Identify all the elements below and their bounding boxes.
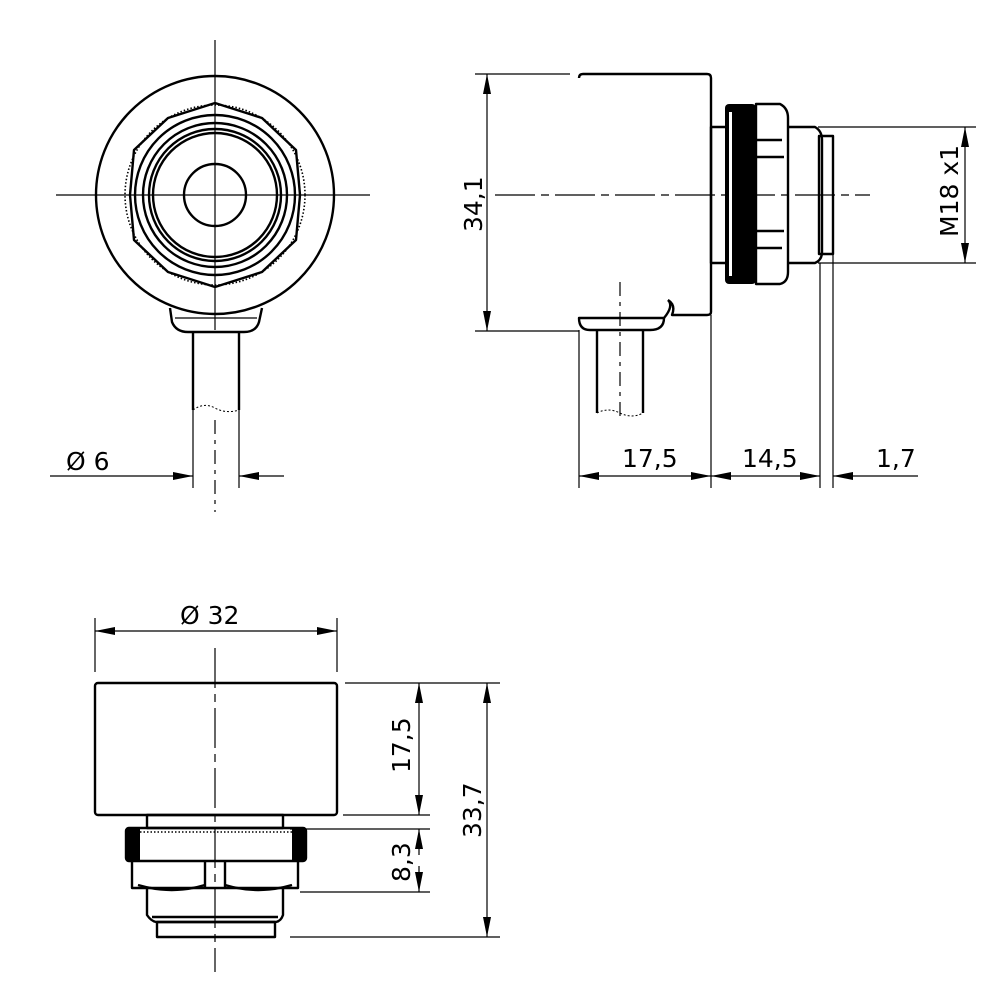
sensor-tip bbox=[817, 134, 835, 256]
knurled-nut bbox=[725, 104, 756, 284]
side-cable-break bbox=[596, 409, 644, 417]
housing-side bbox=[577, 72, 713, 332]
sensor-tip-bottom bbox=[155, 920, 277, 939]
dim-body-height: 17,5 bbox=[387, 717, 416, 773]
bottom-view: Ø 32 17,5 8,3 33,7 bbox=[93, 601, 500, 972]
dim-diameter: Ø 32 bbox=[180, 601, 239, 630]
knurled-nut-bottom bbox=[124, 826, 308, 863]
connector-ring-inner bbox=[151, 131, 279, 259]
dim-body-depth: 17,5 bbox=[622, 444, 678, 473]
cable-gland-tab bbox=[168, 307, 264, 334]
dim-connector-length: 14,5 bbox=[742, 444, 798, 473]
dim-nut-height: 8,3 bbox=[387, 842, 416, 882]
nut-inner-ring bbox=[133, 113, 297, 277]
dim-thread: M18 x1 bbox=[935, 145, 964, 237]
housing-notch bbox=[663, 299, 672, 319]
side-view: 34,1 M18 x1 17,5 14,5 1,7 bbox=[459, 72, 976, 488]
thread-body bbox=[788, 125, 824, 265]
hex-nut bbox=[128, 101, 302, 289]
dim-height: 34,1 bbox=[459, 176, 488, 232]
hex-nut-side bbox=[754, 102, 790, 286]
dim-tip-length: 1,7 bbox=[876, 444, 916, 473]
connector-ring-outer bbox=[141, 121, 289, 269]
dim-cable-diameter: Ø 6 bbox=[66, 447, 110, 476]
knurl-highlight bbox=[729, 112, 732, 276]
dim-total-height: 33,7 bbox=[458, 782, 487, 838]
knurl-right bbox=[292, 829, 306, 860]
cable-break bbox=[192, 404, 240, 413]
hex-nut-bottom bbox=[130, 861, 300, 890]
knurl-left bbox=[126, 829, 140, 860]
sensor-lens bbox=[182, 162, 248, 228]
connector-ring-mid bbox=[147, 127, 283, 263]
front-view: Ø 6 bbox=[50, 40, 370, 512]
hex-curves bbox=[137, 883, 293, 892]
housing-bottom bbox=[93, 681, 339, 817]
knurled-nut-ring bbox=[124, 104, 306, 286]
housing-outline bbox=[94, 74, 336, 316]
